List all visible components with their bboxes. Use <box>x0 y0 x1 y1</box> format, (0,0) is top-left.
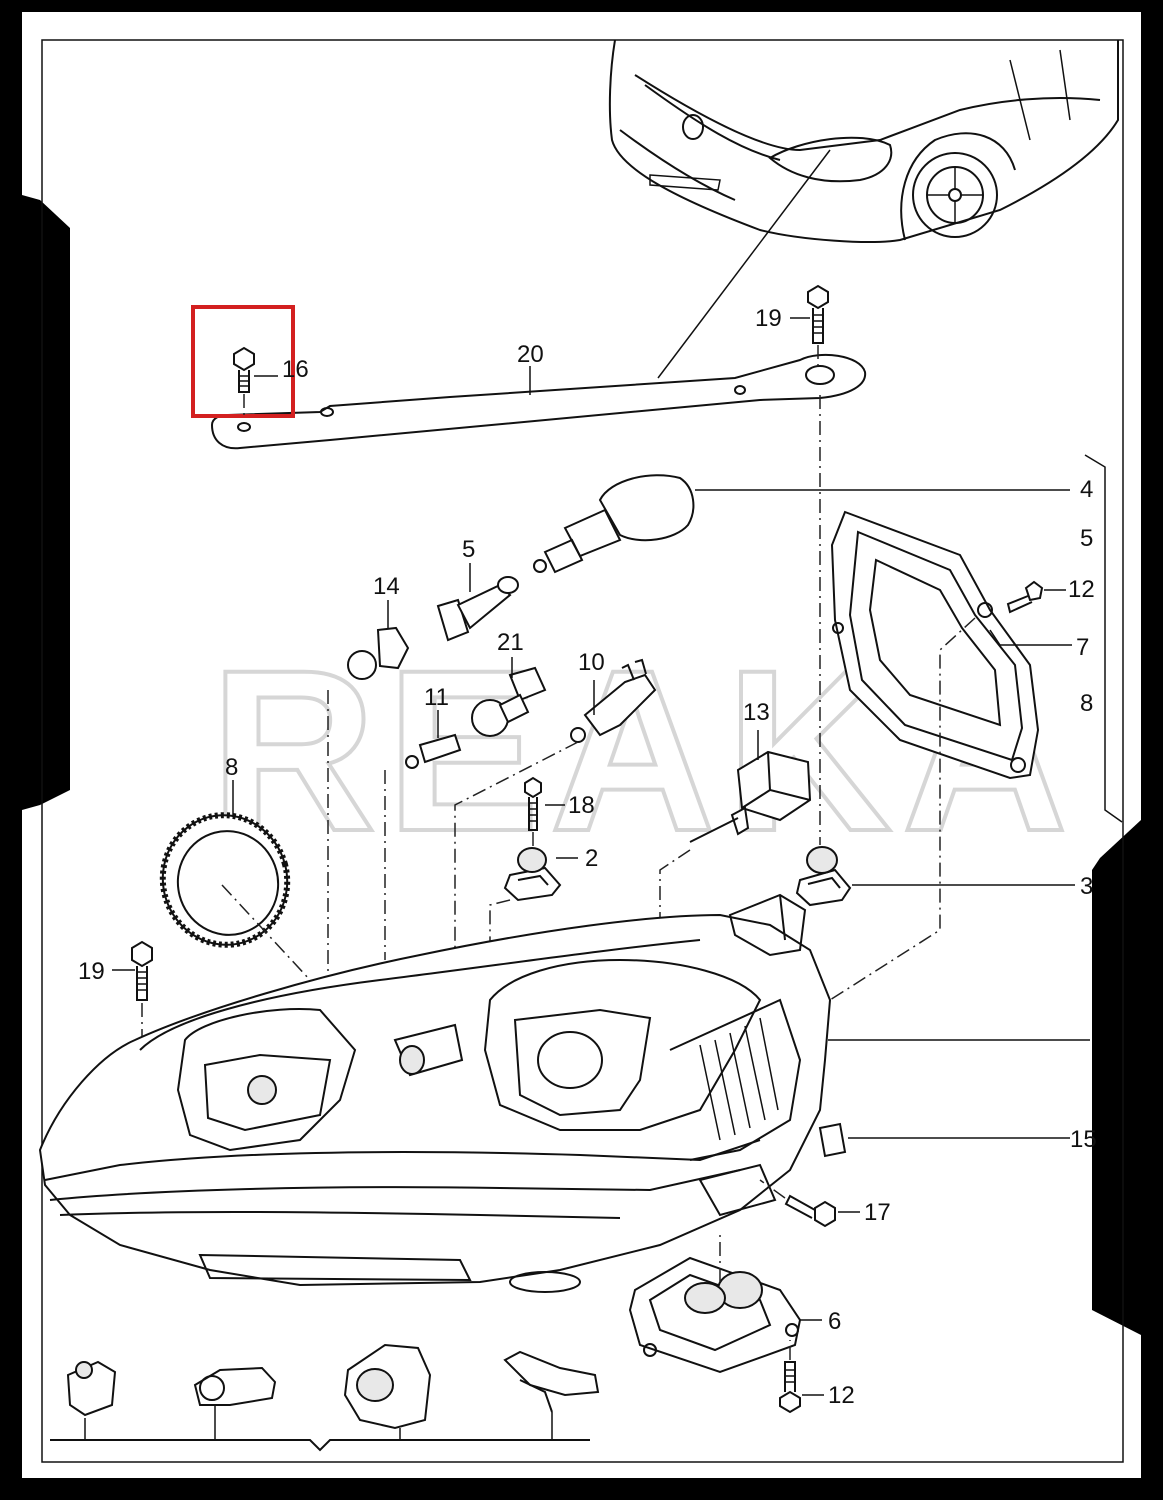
callout-5-right: 5 <box>1080 525 1093 552</box>
frame-left-notch <box>22 195 70 810</box>
screw-12-top-icon <box>1006 580 1066 614</box>
motor-6-icon <box>628 1230 822 1374</box>
callout-15: 15 <box>1070 1126 1097 1153</box>
headlight-housing <box>38 893 1090 1293</box>
inner-border <box>41 39 1124 1463</box>
connector-group-bottom <box>50 1343 600 1452</box>
bulb-5-icon <box>436 563 519 642</box>
bulb-14-icon <box>327 600 410 975</box>
screw-19-top-icon <box>790 284 829 845</box>
bracket-bar <box>210 353 867 450</box>
callout-2: 2 <box>585 845 598 872</box>
gasket-7-icon <box>829 510 1072 1001</box>
callout-7: 7 <box>1076 634 1089 661</box>
callout-5: 5 <box>462 536 475 563</box>
callout-4: 4 <box>1080 476 1093 503</box>
bulb-21-icon <box>471 657 547 737</box>
callout-18: 18 <box>568 792 595 819</box>
clip-15-icon <box>818 1122 1070 1158</box>
callout-19-left: 19 <box>78 958 105 985</box>
bulb-4-icon <box>533 474 1070 574</box>
screw-19-left-icon <box>112 940 153 1040</box>
holder-3-icon <box>795 846 1075 907</box>
callout-19-top: 19 <box>755 305 782 332</box>
screw-16-icon <box>233 346 278 420</box>
callout-12-bottom: 12 <box>828 1382 855 1409</box>
callout-6: 6 <box>828 1308 841 1335</box>
callout-17: 17 <box>864 1199 891 1226</box>
callout-12-top: 12 <box>1068 576 1095 603</box>
callout-11: 11 <box>424 684 449 711</box>
callout-8: 8 <box>225 754 238 781</box>
ring-8-icon <box>159 780 311 981</box>
callout-16: 16 <box>282 356 309 383</box>
frame-bottom <box>0 1478 1163 1500</box>
leader-car <box>657 149 831 379</box>
holder-2-icon <box>489 847 578 945</box>
screw-12-bottom-icon <box>779 1340 824 1414</box>
frame-right <box>1141 0 1163 1500</box>
frame-top <box>0 0 1163 12</box>
screw-18-icon <box>524 776 565 848</box>
screw-17-icon <box>759 1179 860 1228</box>
highlight-box <box>191 305 295 418</box>
car-illustration <box>608 39 1119 243</box>
frame-left <box>0 0 22 1500</box>
callout-8-right: 8 <box>1080 690 1093 717</box>
igniter-13-icon <box>659 730 812 1000</box>
bracket-right-group <box>1084 454 1123 823</box>
callout-13: 13 <box>743 699 770 726</box>
callout-3: 3 <box>1080 873 1093 900</box>
callout-21: 21 <box>497 629 524 656</box>
frame-right-notch <box>1092 820 1141 1335</box>
callout-10: 10 <box>578 649 605 676</box>
bulb-11-icon <box>384 710 462 960</box>
callout-20: 20 <box>517 341 544 368</box>
callout-14: 14 <box>373 573 400 600</box>
